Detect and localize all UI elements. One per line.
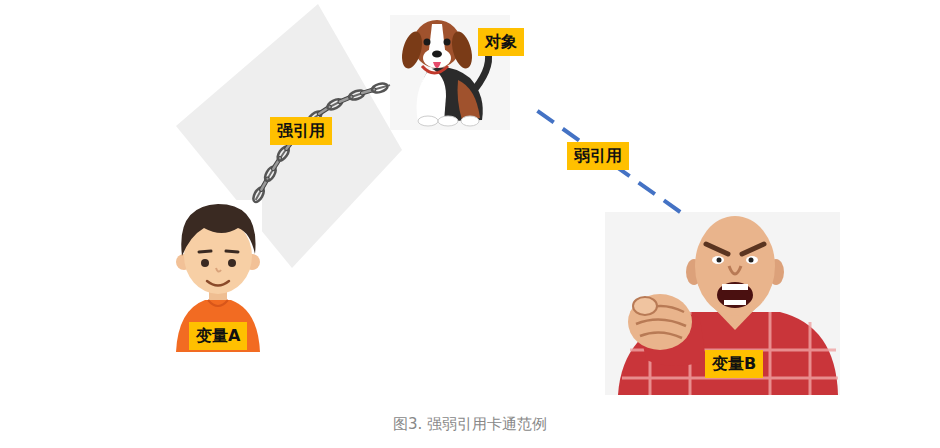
chain-link-ring: [371, 82, 389, 94]
paper-background: [176, 4, 402, 268]
weak-reference-dash: [532, 107, 680, 212]
boy-figure: [172, 200, 262, 352]
angry-man-figure: [605, 212, 840, 395]
chain-link: [371, 82, 389, 94]
variable-figure: 变量B: [605, 212, 840, 395]
variable-figure: 变量A: [172, 200, 262, 352]
reference-label: 弱引用: [567, 142, 629, 170]
object-figure: 对象: [390, 15, 532, 130]
reference-label: 强引用: [270, 117, 332, 145]
strong-reference-chain: [256, 85, 390, 200]
name-tag: 变量A: [189, 322, 247, 350]
figure-caption: 图3. 强弱引用卡通范例: [0, 414, 940, 434]
name-tag: 变量B: [705, 350, 763, 378]
name-tag: 对象: [478, 28, 524, 56]
